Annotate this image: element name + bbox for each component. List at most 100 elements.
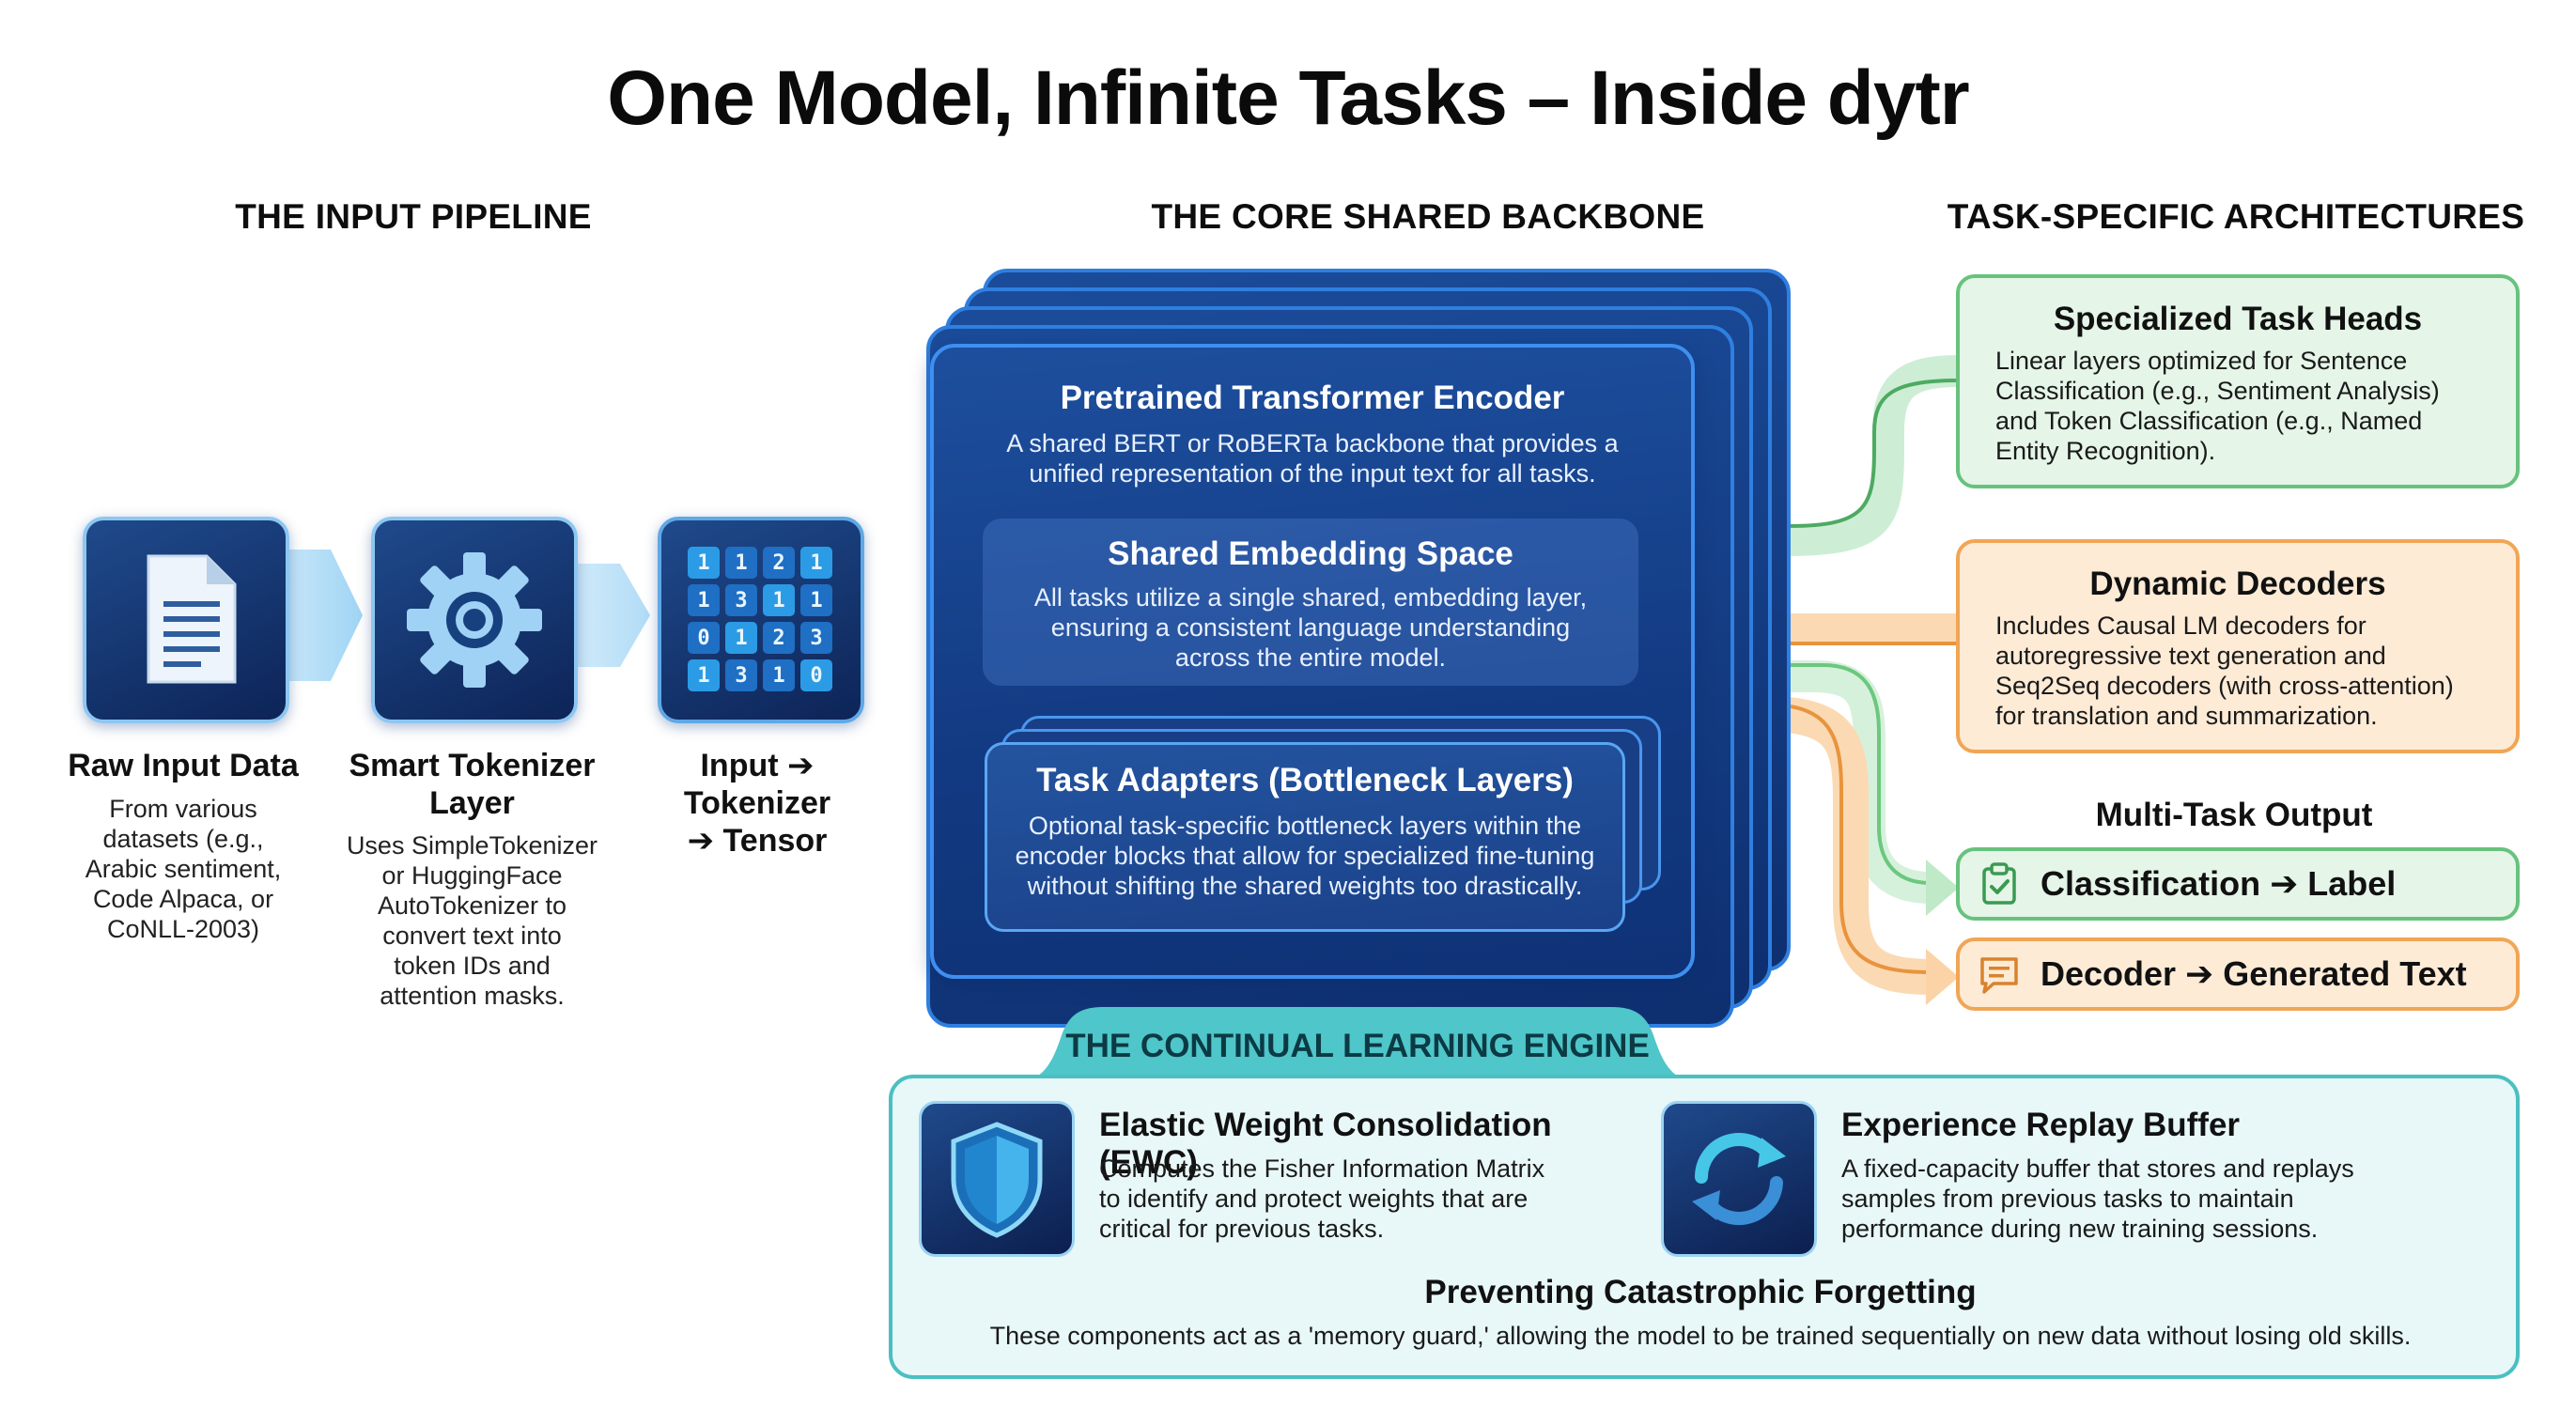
green-line-classification bbox=[1719, 663, 1932, 885]
input-pipeline-heading: THE INPUT PIPELINE bbox=[235, 197, 592, 236]
shield-icon bbox=[951, 1122, 1043, 1238]
replay-desc-line: performance during new training sessions… bbox=[1841, 1215, 2319, 1243]
pipeline-arrow-1 bbox=[282, 550, 363, 681]
continual-learning-tab bbox=[1015, 1007, 1700, 1082]
task-heads-desc-line: and Token Classification (e.g., Named bbox=[1995, 407, 2423, 435]
decoder-output-label: Decoder ➔ Generated Text bbox=[2041, 954, 2467, 993]
shared-embedding-box: Shared Embedding Space All tasks utilize… bbox=[983, 519, 1638, 686]
token-cell: 3 bbox=[725, 659, 757, 691]
classification-arrowhead bbox=[1926, 860, 1959, 916]
encoder-desc-line: unified representation of the input text… bbox=[1029, 459, 1596, 488]
token-cell: 2 bbox=[763, 622, 795, 654]
orange-path-decoder-out bbox=[1765, 696, 1932, 995]
dynamic-decoders-card: Dynamic Decoders Includes Causal LM deco… bbox=[1956, 539, 2520, 753]
ewc-desc-line: Computes the Fisher Information Matrix bbox=[1099, 1154, 1545, 1183]
raw-input-desc-line: From various bbox=[109, 795, 257, 823]
token-cell: 1 bbox=[763, 659, 795, 691]
raw-input-title: Raw Input Data bbox=[68, 748, 299, 783]
orange-line-decoder-out bbox=[1765, 703, 1932, 974]
raw-input-desc-line: CoNLL-2003) bbox=[106, 915, 260, 943]
replay-tile bbox=[1661, 1101, 1817, 1257]
gear-icon bbox=[407, 552, 542, 688]
decoders-desc: Includes Causal LM decoders for autoregr… bbox=[1995, 611, 2510, 731]
forgetting-desc: These components act as a 'memory guard,… bbox=[989, 1322, 2412, 1350]
token-cell: 0 bbox=[800, 659, 832, 691]
tensor-title-line: Input ➔ bbox=[700, 748, 815, 783]
raw-input-desc: From various datasets (e.g., Arabic sent… bbox=[38, 794, 329, 944]
token-cell: 1 bbox=[763, 584, 795, 616]
tokenizer-title-line: Smart Tokenizer bbox=[349, 748, 596, 783]
replay-desc: A fixed-capacity buffer that stores and … bbox=[1841, 1154, 2490, 1244]
task-heads-card: Specialized Task Heads Linear layers opt… bbox=[1956, 274, 2520, 488]
refresh-icon bbox=[1692, 1133, 1786, 1226]
raw-input-desc-line: datasets (e.g., bbox=[102, 825, 264, 853]
token-cell: 3 bbox=[800, 622, 832, 654]
task-architectures-heading: TASK-SPECIFIC ARCHITECTURES bbox=[1947, 197, 2525, 236]
embedding-desc: All tasks utilize a single shared, embed… bbox=[983, 582, 1638, 673]
task-heads-desc-line: Classification (e.g., Sentiment Analysis… bbox=[1995, 377, 2440, 405]
adapters-title: Task Adapters (Bottleneck Layers) bbox=[1036, 762, 1574, 798]
embedding-desc-line: ensuring a consistent language understan… bbox=[1050, 613, 1571, 642]
tokenizer-desc-line: attention masks. bbox=[380, 982, 565, 1010]
tensor-title-line: Tokenizer bbox=[683, 785, 831, 821]
ewc-desc-line: to identify and protect weights that are bbox=[1099, 1185, 1529, 1213]
green-line-heads bbox=[1789, 379, 1960, 528]
decoders-title: Dynamic Decoders bbox=[2089, 566, 2386, 602]
token-cell: 1 bbox=[688, 584, 720, 616]
task-adapters-box: Task Adapters (Bottleneck Layers) Option… bbox=[985, 742, 1625, 932]
raw-input-tile bbox=[83, 517, 289, 723]
ewc-desc: Computes the Fisher Information Matrix t… bbox=[1099, 1154, 1625, 1244]
ewc-tile bbox=[919, 1101, 1075, 1257]
multi-task-output-title: Multi-Task Output bbox=[2095, 797, 2373, 833]
tokenizer-title-line: Layer bbox=[429, 785, 515, 821]
token-cell: 1 bbox=[688, 547, 720, 579]
clipboard-check-icon bbox=[1982, 862, 2016, 905]
tokenizer-desc-line: convert text into bbox=[382, 922, 562, 950]
encoder-title: Pretrained Transformer Encoder bbox=[1060, 380, 1565, 416]
embedding-title: Shared Embedding Space bbox=[1108, 535, 1513, 572]
page-title: One Model, Infinite Tasks – Inside dytr bbox=[607, 55, 1969, 141]
encoder-desc: A shared BERT or RoBERTa backbone that p… bbox=[934, 428, 1691, 488]
embedding-desc-line: All tasks utilize a single shared, embed… bbox=[1033, 583, 1588, 612]
adapters-desc: Optional task-specific bottleneck layers… bbox=[987, 811, 1622, 901]
replay-desc-line: samples from previous tasks to maintain bbox=[1841, 1185, 2294, 1213]
adapters-desc-line: without shifting the shared weights too … bbox=[1027, 872, 1583, 900]
decoder-arrowhead bbox=[1926, 949, 1959, 1005]
classification-output: Classification ➔ Label bbox=[1956, 847, 2520, 921]
document-icon bbox=[147, 554, 237, 684]
embedding-desc-line: across the entire model. bbox=[1174, 643, 1447, 672]
raw-input-desc-line: Code Alpaca, or bbox=[92, 885, 274, 913]
tokenizer-desc: Uses SimpleTokenizer or HuggingFace Auto… bbox=[329, 830, 615, 1011]
chat-bubble-icon bbox=[1980, 957, 2018, 994]
raw-input-desc-line: Arabic sentiment, bbox=[85, 855, 282, 883]
replay-desc-line: A fixed-capacity buffer that stores and … bbox=[1841, 1154, 2354, 1183]
tokenizer-desc-line: or HuggingFace bbox=[381, 861, 563, 890]
tokenizer-desc-line: token IDs and bbox=[394, 952, 551, 980]
replay-title: Experience Replay Buffer bbox=[1841, 1107, 2241, 1143]
green-path-heads bbox=[1769, 355, 1975, 556]
adapters-desc-line: Optional task-specific bottleneck layers… bbox=[1028, 812, 1582, 840]
token-cell: 0 bbox=[688, 622, 720, 654]
decoders-desc-line: Includes Causal LM decoders for bbox=[1995, 612, 2367, 640]
ewc-desc-line: critical for previous tasks. bbox=[1099, 1215, 1385, 1243]
tokenizer-desc-line: AutoTokenizer to bbox=[377, 891, 567, 920]
decoder-output: Decoder ➔ Generated Text bbox=[1956, 937, 2520, 1011]
token-cell: 3 bbox=[725, 584, 757, 616]
task-heads-desc-line: Linear layers optimized for Sentence bbox=[1995, 347, 2408, 375]
backbone-heading: THE CORE SHARED BACKBONE bbox=[1151, 197, 1705, 236]
adapters-desc-line: encoder blocks that allow for specialize… bbox=[1015, 842, 1595, 870]
token-cell: 1 bbox=[725, 547, 757, 579]
tensor-title: Input ➔ Tokenizer ➔ Tensor bbox=[639, 747, 876, 860]
token-cell: 1 bbox=[800, 584, 832, 616]
ewc-title: Elastic Weight Consolidation (EWC) bbox=[1099, 1107, 1552, 1181]
task-heads-desc-line: Entity Recognition). bbox=[1995, 437, 2216, 465]
encoder-desc-line: A shared BERT or RoBERTa backbone that p… bbox=[1006, 429, 1619, 457]
tokenizer-tile bbox=[371, 517, 578, 723]
decoders-desc-line: for translation and summarization. bbox=[1995, 702, 2378, 730]
green-path-classification bbox=[1719, 660, 1932, 904]
tokenizer-desc-line: Uses SimpleTokenizer bbox=[346, 831, 598, 860]
continual-learning-title: THE CONTINUAL LEARNING ENGINE bbox=[1065, 1028, 1650, 1064]
